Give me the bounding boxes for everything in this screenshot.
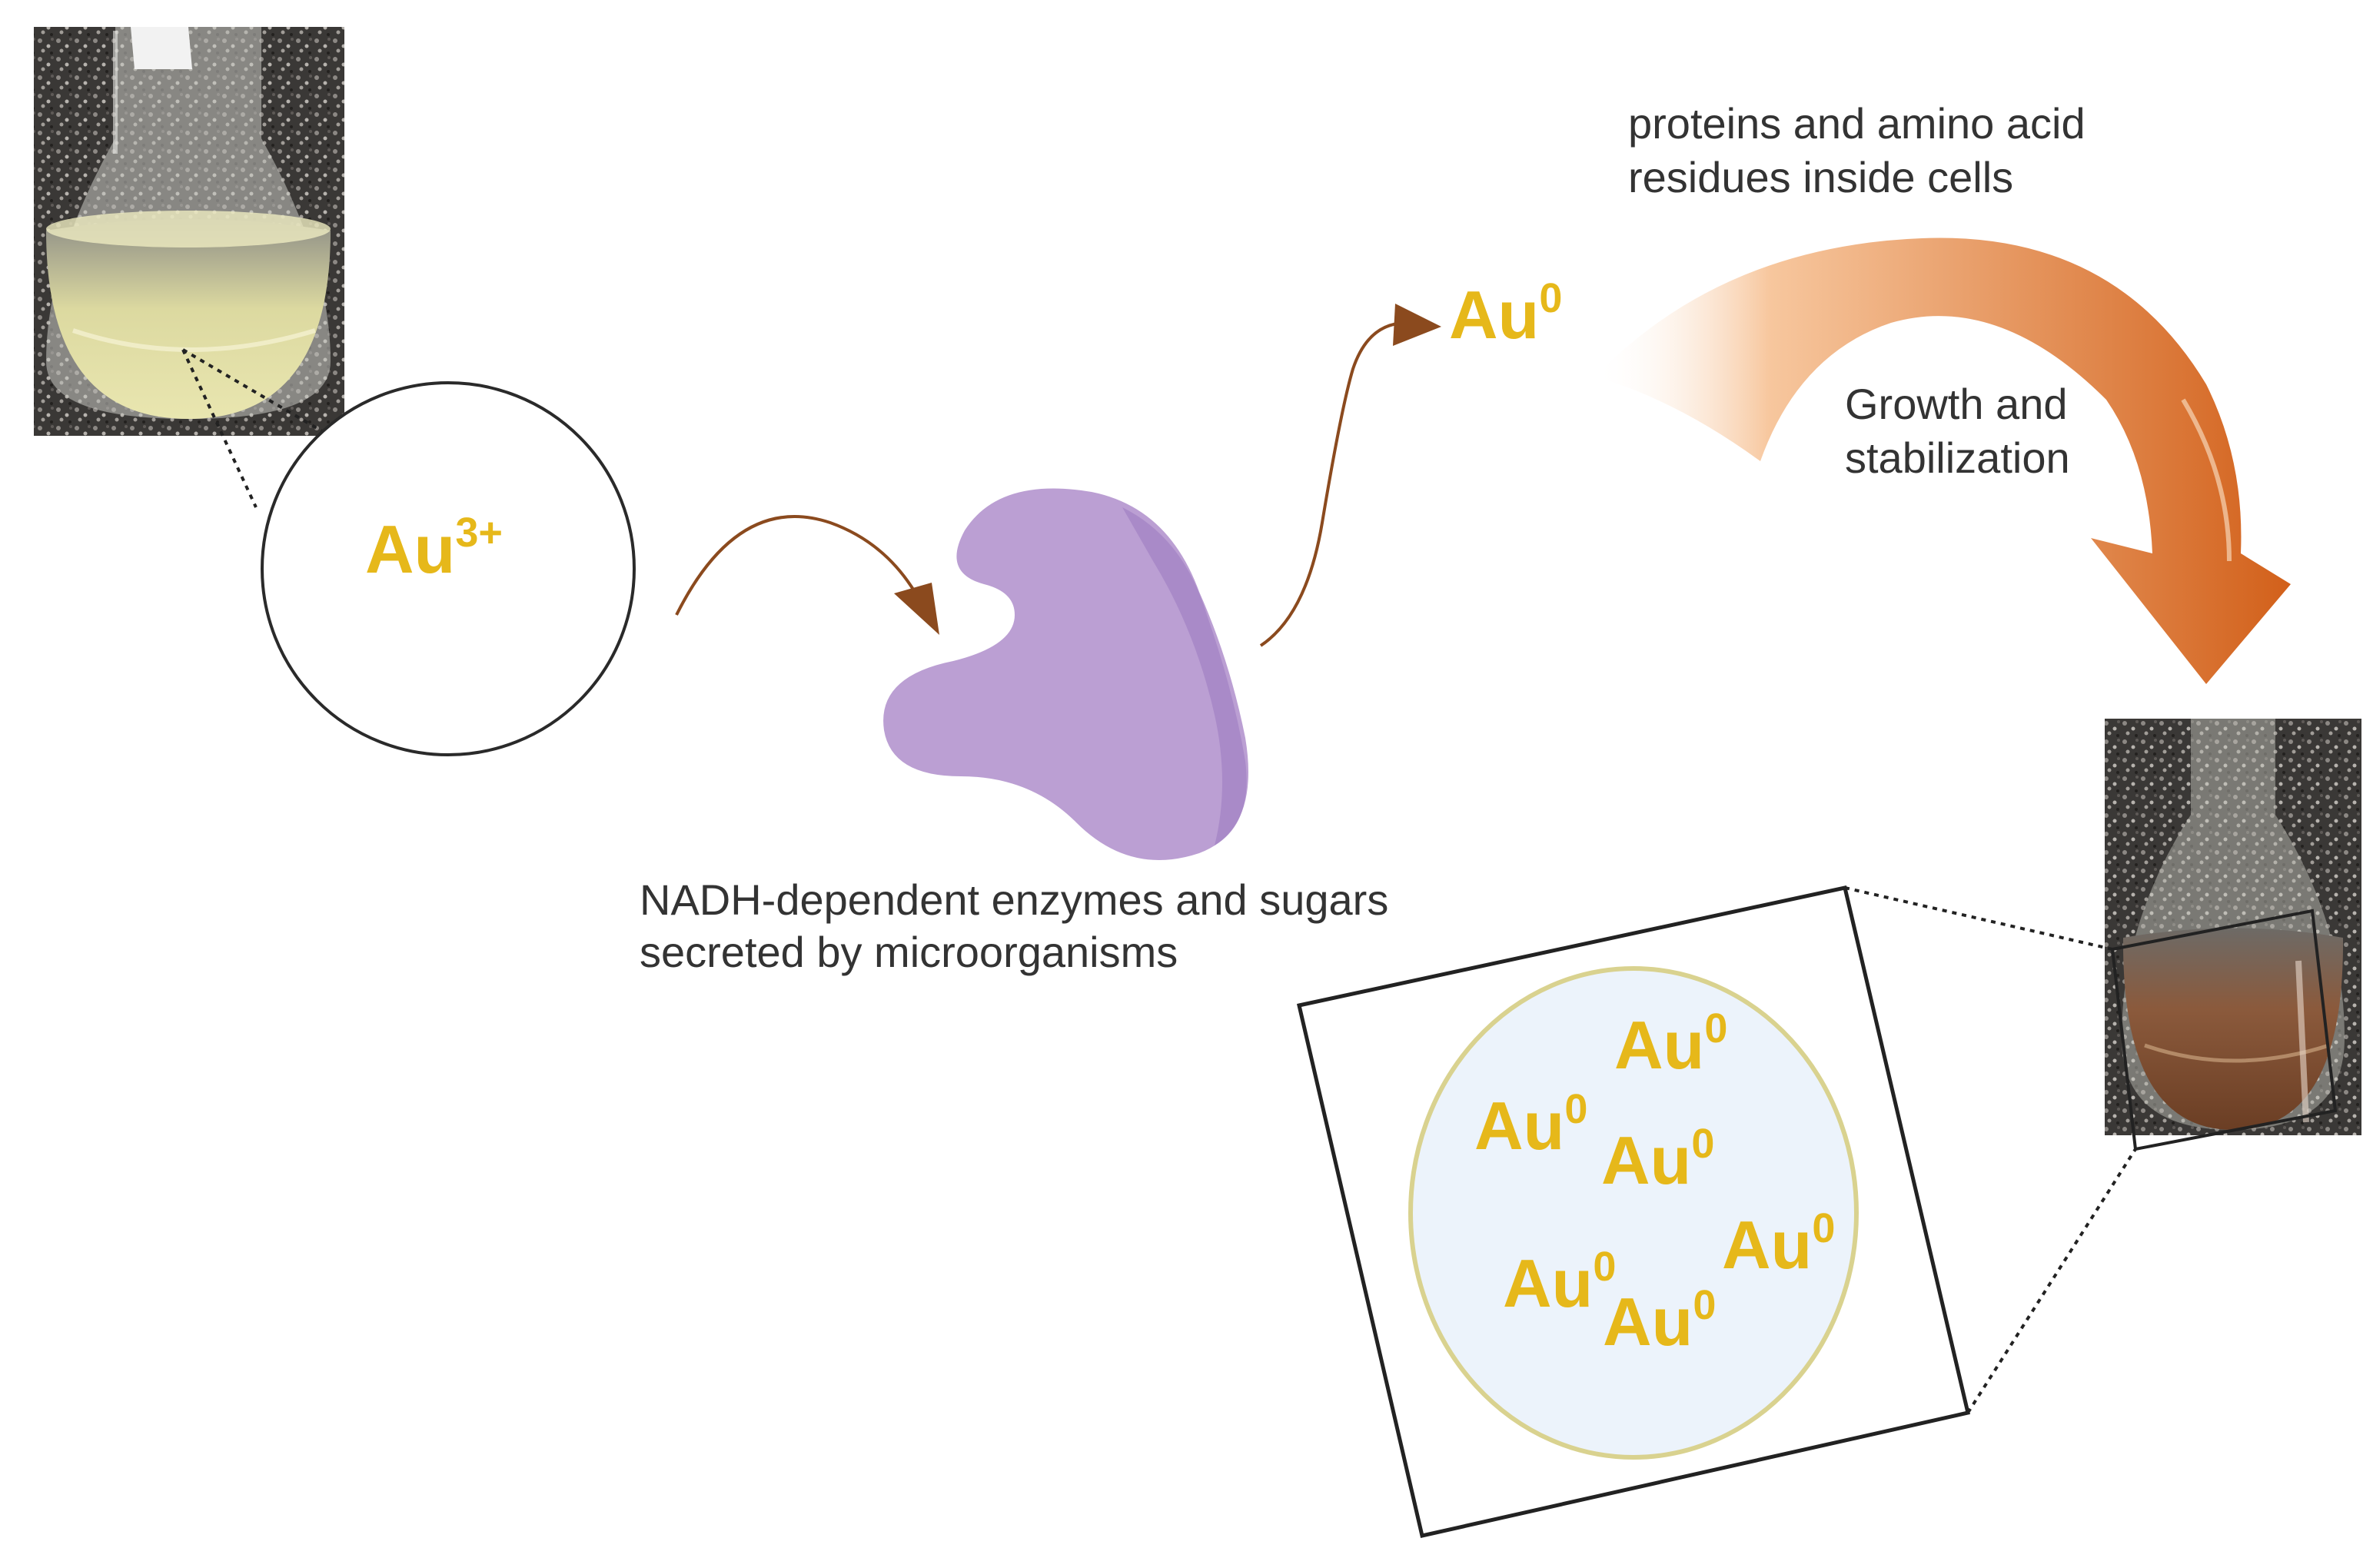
gold-ion-label: Au3+ — [365, 510, 503, 587]
proteins-caption-line1: proteins and amino acid — [1628, 99, 2086, 148]
gold-ion-base: Au — [365, 511, 455, 587]
gold-ion-circle: Au3+ — [261, 381, 636, 756]
nanoparticle-labels: Au0 Au0 Au0 Au0 Au0 Au0 — [1474, 1005, 1835, 1360]
gold-atom-label: Au0 — [1449, 275, 1562, 353]
enzyme-caption-line1: NADH-dependent enzymes and sugars — [640, 875, 1388, 924]
nanoparticle-label: Au0 — [1601, 1121, 1714, 1198]
enzyme-caption-line2: secreted by microorganisms — [640, 928, 1178, 976]
nanoparticle-label: Au0 — [1503, 1244, 1616, 1321]
curved-arrow-icon — [675, 515, 939, 635]
gold-ion-charge: 3+ — [455, 510, 503, 556]
initial-flask-photo — [34, 27, 344, 436]
zoom-lines-final — [1844, 886, 2137, 1414]
gold-atom-base: Au — [1449, 277, 1539, 353]
nanoparticle-label: Au0 — [1603, 1282, 1716, 1360]
nanoparticle-zoom-box — [1296, 885, 1971, 1538]
growth-caption-line2: stabilization — [1845, 434, 2070, 482]
bent-arrow-icon — [1595, 238, 2291, 684]
nanoparticle-label: Au0 — [1614, 1005, 1727, 1083]
enzyme-icon — [883, 488, 1248, 860]
final-flask-photo — [2105, 719, 2361, 1151]
nanoparticle-label: Au0 — [1474, 1086, 1587, 1164]
gold-atom-charge: 0 — [1539, 275, 1562, 321]
zoom-lines-initial — [181, 348, 355, 508]
proteins-caption-line2: residues inside cells — [1628, 153, 2013, 201]
growth-caption-line1: Growth and — [1845, 380, 2068, 428]
wavy-arrow-icon — [1259, 304, 1441, 647]
nanoparticle-label: Au0 — [1722, 1205, 1835, 1283]
